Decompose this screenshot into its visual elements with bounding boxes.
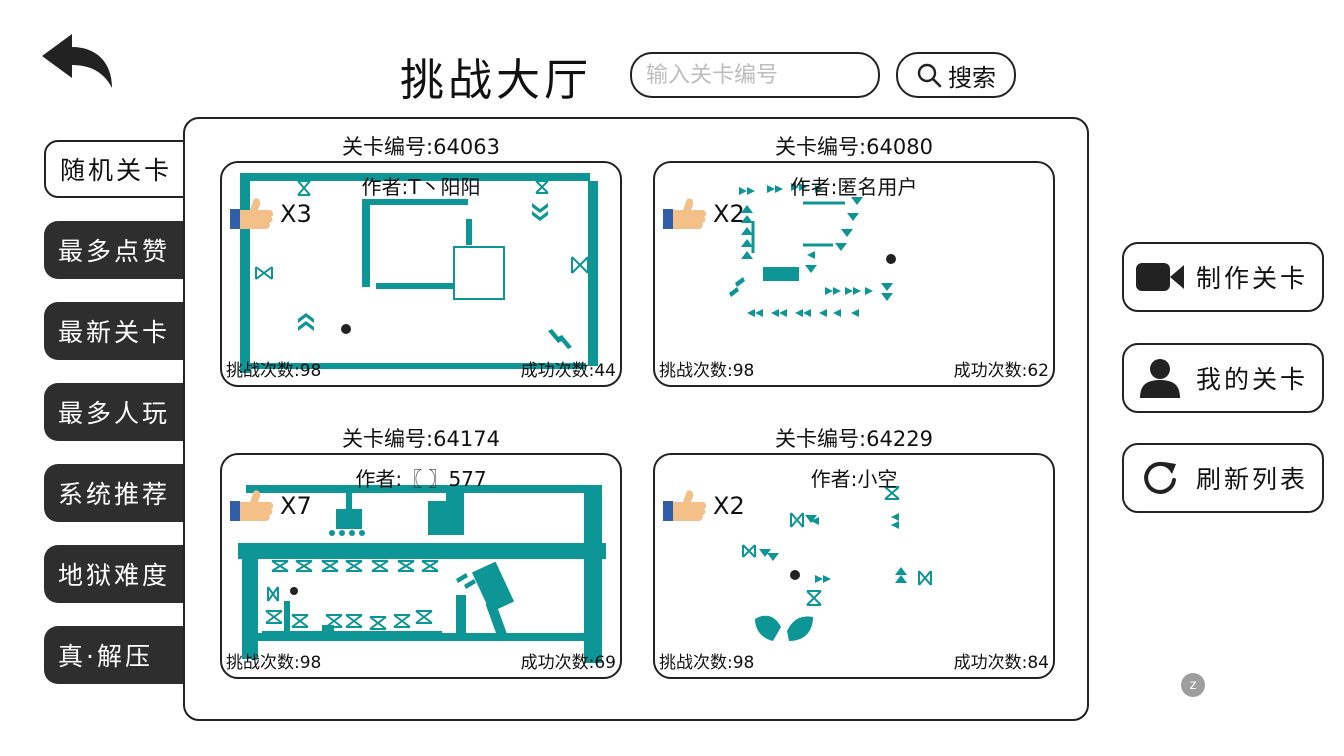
search-icon: [917, 63, 942, 88]
success-count: 成功次数:69: [520, 653, 616, 673]
level-card[interactable]: 作者:〖 〗577 X7 挑战次数:98 成功次数:69: [220, 453, 622, 679]
video-camera-icon: [1136, 263, 1184, 291]
sidebar-item-most-liked[interactable]: 最多点赞: [44, 221, 204, 279]
sidebar-item-label: 最多点赞: [58, 237, 171, 266]
thumbs-up-icon: [230, 490, 274, 521]
my-levels-label: 我的关卡: [1196, 365, 1309, 394]
level-preview: [240, 173, 598, 373]
search-button[interactable]: 搜索: [896, 52, 1016, 98]
like-count: X2: [663, 489, 745, 523]
refresh-list-button[interactable]: 刷新列表: [1122, 443, 1324, 513]
level-preview: [729, 183, 896, 317]
like-count-value: X3: [280, 200, 312, 228]
level-id: 关卡编号:64063: [342, 135, 500, 159]
level-preview: [742, 486, 932, 641]
level-author: 作者:小空: [810, 467, 898, 491]
like-count: X2: [663, 197, 745, 231]
sidebar-item-hell[interactable]: 地狱难度: [44, 545, 204, 603]
refresh-list-label: 刷新列表: [1196, 465, 1309, 494]
try-count: 挑战次数:98: [226, 361, 322, 381]
try-count: 挑战次数:98: [659, 653, 755, 673]
sidebar-item-newest[interactable]: 最新关卡: [44, 302, 204, 360]
sidebar-item-label: 地狱难度: [58, 561, 171, 590]
search-button-label: 搜索: [948, 63, 996, 92]
level-list-panel[interactable]: 关卡编号:64063: [183, 117, 1089, 721]
search-input[interactable]: [630, 52, 880, 98]
level-id: 关卡编号:64080: [775, 135, 933, 159]
sidebar-item-label: 最多人玩: [58, 399, 171, 428]
sidebar-item-most-played[interactable]: 最多人玩: [44, 383, 204, 441]
thumbs-up-icon: [663, 198, 707, 229]
sidebar-item-label: 最新关卡: [58, 318, 171, 347]
my-levels-button[interactable]: 我的关卡: [1122, 343, 1324, 413]
refresh-icon: [1144, 461, 1176, 494]
sidebar-item-label: 真·解压: [58, 642, 153, 671]
create-level-button[interactable]: 制作关卡: [1122, 242, 1324, 312]
success-count: 成功次数:62: [953, 361, 1049, 381]
thumbs-up-icon: [230, 198, 274, 229]
page-title: 挑战大厅: [400, 55, 592, 106]
status-badge: z: [1181, 673, 1205, 697]
user-icon: [1140, 359, 1180, 398]
sidebar-item-recommended[interactable]: 系统推荐: [44, 464, 204, 522]
level-preview: [238, 485, 606, 663]
back-arrow-icon: [42, 34, 112, 88]
like-count-value: X2: [713, 200, 745, 228]
level-id: 关卡编号:64174: [342, 427, 500, 451]
like-count-value: X7: [280, 492, 312, 520]
thumbs-up-icon: [663, 490, 707, 521]
level-author: 作者:匿名用户: [790, 175, 918, 199]
level-card[interactable]: 作者:小空 X2 挑战次数:98 成功次数:84: [653, 453, 1055, 679]
level-author: 作者:T丶阳阳: [361, 175, 481, 199]
try-count: 挑战次数:98: [226, 653, 322, 673]
back-button[interactable]: [38, 32, 116, 92]
success-count: 成功次数:84: [953, 653, 1049, 673]
like-count: X7: [230, 489, 312, 523]
level-card[interactable]: 作者:匿名用户 X2 挑战次数:98 成功次数:62: [653, 161, 1055, 387]
sidebar-item-random[interactable]: 随机关卡: [44, 140, 204, 198]
sidebar-item-label: 系统推荐: [58, 480, 171, 509]
try-count: 挑战次数:98: [659, 361, 755, 381]
like-count-value: X2: [713, 492, 745, 520]
create-level-label: 制作关卡: [1196, 264, 1309, 293]
level-id: 关卡编号:64229: [775, 427, 933, 451]
success-count: 成功次数:44: [520, 361, 616, 381]
sidebar-item-relax[interactable]: 真·解压: [44, 626, 204, 684]
sidebar-item-label: 随机关卡: [60, 156, 173, 185]
level-author: 作者:〖 〗577: [355, 467, 487, 491]
level-card[interactable]: 作者:T丶阳阳 X3 挑战次数:98 成功次数:44: [220, 161, 622, 387]
like-count: X3: [230, 197, 312, 231]
